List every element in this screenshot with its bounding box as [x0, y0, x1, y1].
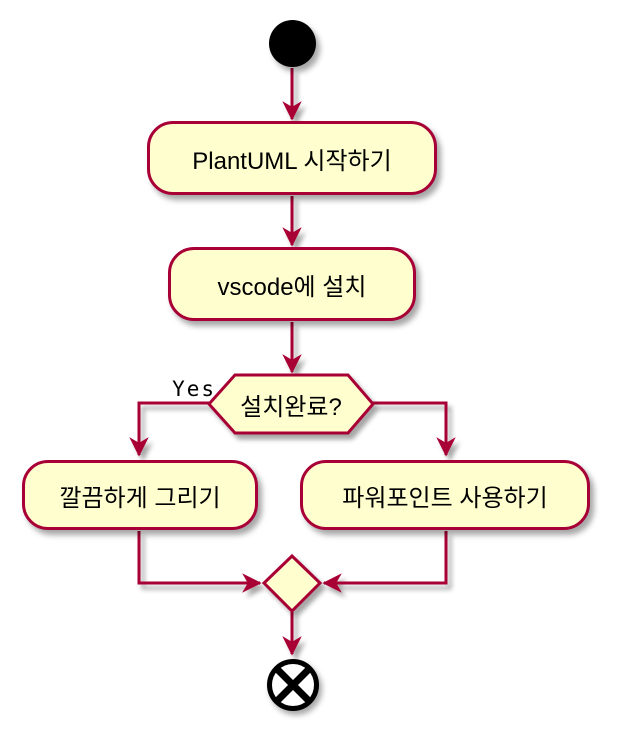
- edge-label-yes: Yes: [172, 377, 216, 401]
- start-node: [269, 20, 316, 67]
- edge-decision-to-right: [373, 401, 456, 457]
- edge-decision-yes-to-left: [129, 401, 209, 457]
- end-node-icon: [267, 659, 319, 711]
- merge-diamond: [261, 553, 323, 614]
- action-step2-label: vscode에 설치: [217, 273, 367, 301]
- end-node: [264, 656, 322, 714]
- action-branch-right-label: 파워포인트 사용하기: [342, 484, 548, 512]
- action-node-branch-left: 깔끔하게 그리기: [22, 460, 258, 530]
- edge-right-to-merge: [322, 531, 448, 593]
- action-step1-label: PlantUML 시작하기: [192, 147, 392, 175]
- decision-label: 설치완료?: [240, 393, 342, 421]
- decision-hexagon: [206, 373, 375, 435]
- action-branch-left-label: 깔끔하게 그리기: [59, 484, 221, 512]
- action-node-branch-right: 파워포인트 사용하기: [300, 460, 590, 530]
- edge-left-to-merge: [137, 531, 262, 593]
- action-node-step1: PlantUML 시작하기: [147, 121, 437, 195]
- action-node-step2: vscode에 설치: [168, 247, 416, 321]
